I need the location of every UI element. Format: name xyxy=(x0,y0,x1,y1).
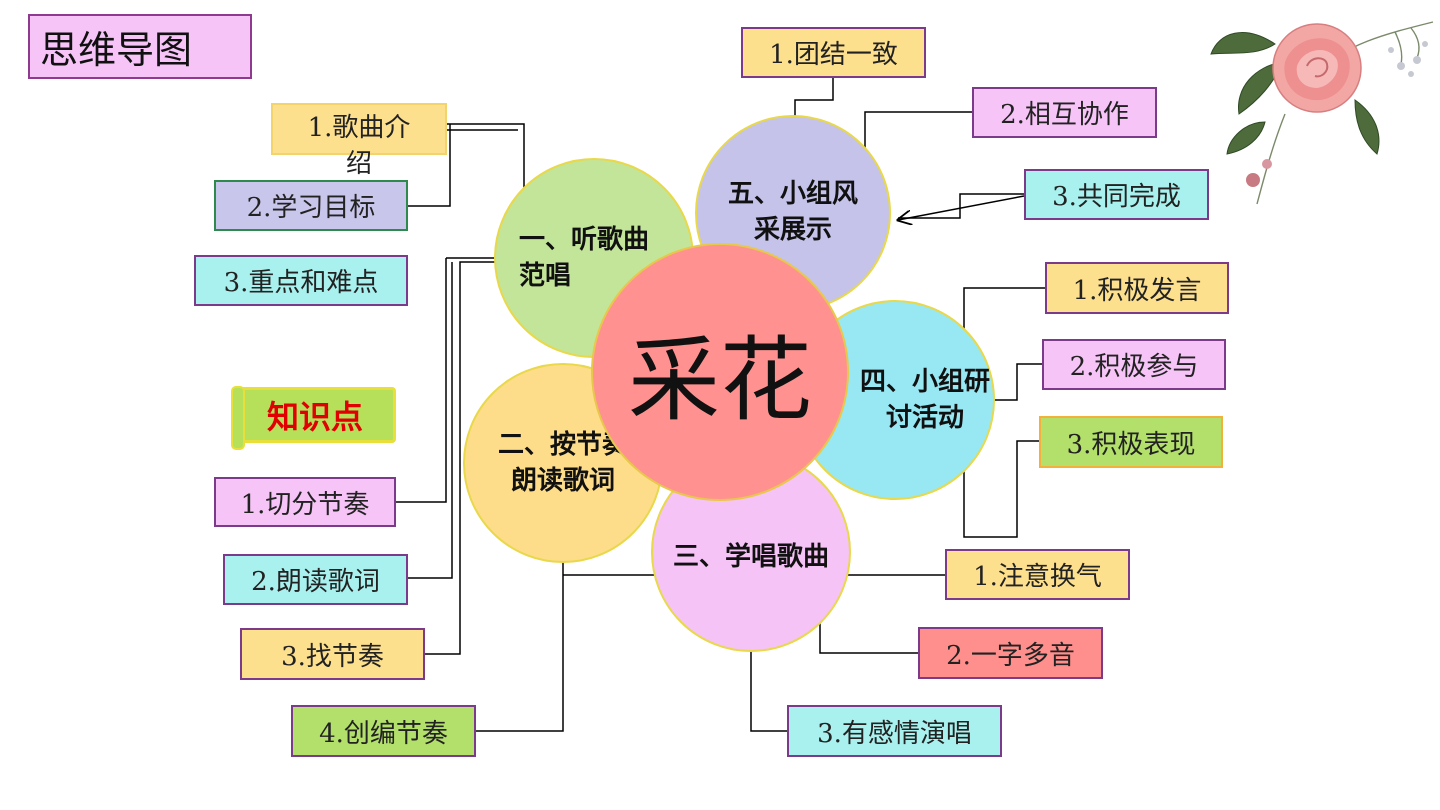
leaf-complete-together: 3.共同完成 xyxy=(1024,169,1209,220)
petal-learn-label: 三、学唱歌曲 xyxy=(672,542,829,572)
knowledge-point-text: 知识点 xyxy=(266,398,363,436)
petal-showcase-label: 五、小组风采展示 xyxy=(728,179,859,245)
leaf-melisma: 2.一字多音 xyxy=(918,627,1103,679)
petal-rhythm-label: 二、按节奏朗读歌词 xyxy=(498,430,629,496)
leaf-read-lyrics: 2.朗读歌词 xyxy=(223,554,408,605)
leaf-breathing-label: 1.注意换气 xyxy=(973,562,1102,592)
leaf-syncopation: 1.切分节奏 xyxy=(214,477,396,527)
leaf-breathing: 1.注意换气 xyxy=(945,549,1130,600)
leaf-participate-label: 2.积极参与 xyxy=(1069,352,1199,382)
leaf-expressive-singing: 3.有感情演唱 xyxy=(787,705,1002,757)
leaf-key-difficult-label: 3.重点和难点 xyxy=(223,268,379,298)
leaf-perform-label: 3.积极表现 xyxy=(1066,429,1196,460)
leaf-unity: 1.团结一致 xyxy=(741,27,926,78)
knowledge-point-label: 知识点 xyxy=(231,386,396,450)
petal-listen-label: 一、听歌曲范唱 xyxy=(519,225,650,291)
leaf-find-rhythm: 3.找节奏 xyxy=(240,628,425,680)
leaf-cooperation: 2.相互协作 xyxy=(972,87,1157,138)
leaf-learning-goals: 2.学习目标 xyxy=(214,180,408,231)
center-topic-label: 采花 xyxy=(627,326,812,434)
leaf-song-intro-label: 1.歌曲介绍 xyxy=(307,113,411,179)
leaf-syncopation-label: 1.切分节奏 xyxy=(240,489,370,520)
page-title: 思维导图 xyxy=(28,14,252,79)
leaf-find-rhythm-label: 3.找节奏 xyxy=(281,641,384,672)
leaf-unity-label: 1.团结一致 xyxy=(769,40,898,70)
leaf-melisma-label: 2.一字多音 xyxy=(946,640,1075,671)
leaf-speak-up: 1.积极发言 xyxy=(1045,262,1229,314)
leaf-create-rhythm-label: 4.创编节奏 xyxy=(319,718,448,749)
leaf-complete-label: 3.共同完成 xyxy=(1052,182,1181,212)
leaf-perform: 3.积极表现 xyxy=(1039,416,1223,468)
rose-decoration-icon xyxy=(1210,21,1434,205)
leaf-create-rhythm: 4.创编节奏 xyxy=(291,705,476,757)
leaf-song-intro: 1.歌曲介绍 xyxy=(271,103,447,179)
leaf-key-difficult: 3.重点和难点 xyxy=(194,255,408,306)
leaf-speak-up-label: 1.积极发言 xyxy=(1072,275,1202,306)
leaf-expressive-label: 3.有感情演唱 xyxy=(817,718,972,749)
leaf-participate: 2.积极参与 xyxy=(1042,339,1226,390)
petal-discussion-label: 四、小组研讨活动 xyxy=(860,367,991,433)
leaf-cooperation-label: 2.相互协作 xyxy=(1000,100,1129,130)
leaf-read-lyrics-label: 2.朗读歌词 xyxy=(251,567,380,597)
center-topic: 采花 xyxy=(591,243,849,501)
leaf-learning-goals-label: 2.学习目标 xyxy=(246,193,376,223)
